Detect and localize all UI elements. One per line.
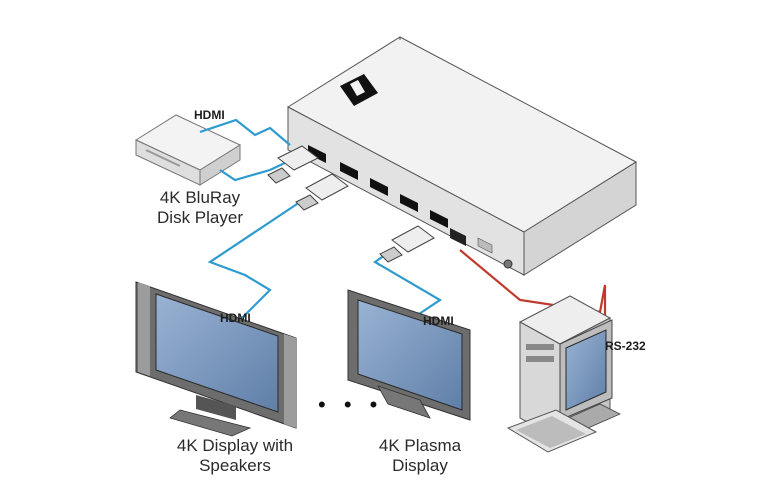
pc-computer xyxy=(506,295,621,453)
display1-label: 4K Display with Speakers xyxy=(150,436,320,476)
hdmi-label-input: HDMI xyxy=(194,108,225,122)
rs232-label: RS-232 xyxy=(605,339,646,353)
rs232-port xyxy=(450,228,466,246)
bluray-player-device xyxy=(134,114,242,186)
bluray-label-line1: 4K BluRay xyxy=(159,188,241,207)
display1-label-line2: Speakers xyxy=(199,456,271,475)
display1-label-line1: 4K Display with xyxy=(176,436,294,455)
plasma-display xyxy=(347,289,471,421)
display-with-speakers xyxy=(135,281,297,437)
display2-label-line2: Display xyxy=(392,456,448,475)
hdmi-in-port xyxy=(308,145,326,163)
kramer-logo-icon xyxy=(340,74,378,106)
hdmi-label-display2: HDMI xyxy=(423,314,454,328)
hdmi-out-1-port xyxy=(340,162,358,180)
dip-switch xyxy=(477,237,493,254)
hdmi-plug-out1 xyxy=(295,173,349,211)
hdmi-splitter-device xyxy=(286,36,638,276)
power-port xyxy=(503,259,513,269)
hdmi-cable-display1 xyxy=(207,201,301,321)
hdmi-out-4-port xyxy=(430,210,448,228)
more-displays-ellipsis: • • • xyxy=(318,392,384,417)
hdmi-plug-out4 xyxy=(379,225,435,263)
display2-label: 4K Plasma Display xyxy=(360,436,480,476)
hdmi-plug-input xyxy=(267,145,319,184)
bluray-label-line2: Disk Player xyxy=(157,208,243,227)
hdmi-out-3-port xyxy=(400,194,418,212)
hdmi-label-display1: HDMI xyxy=(220,311,251,325)
hdmi-out-2-port xyxy=(370,178,388,196)
bluray-label: 4K BluRay Disk Player xyxy=(140,188,260,228)
display2-label-line1: 4K Plasma xyxy=(378,436,462,455)
